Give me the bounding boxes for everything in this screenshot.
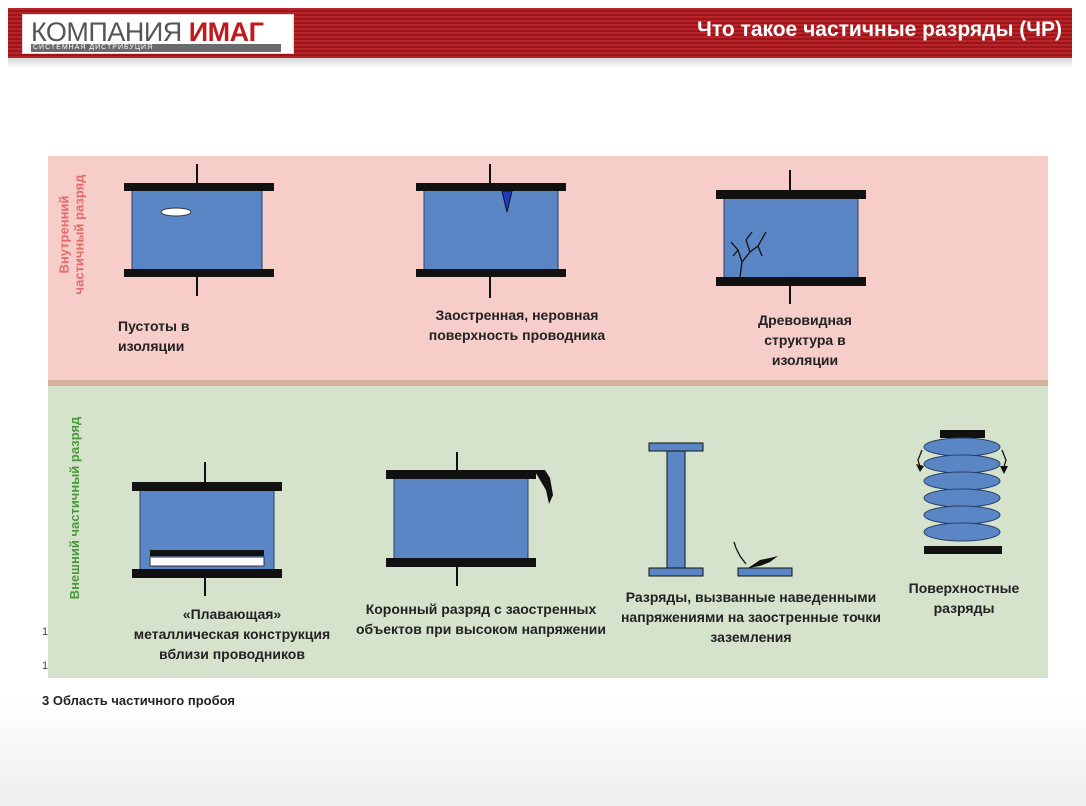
sharp-conductor-surface-icon [416, 164, 566, 298]
caption-floating-metal-structure: «Плавающая» металлическая конструкция вб… [133, 606, 331, 662]
logo-text: КОМПАНИЯ ИМАГ [31, 17, 264, 47]
corona-discharge-icon [386, 452, 553, 586]
band-divider [48, 380, 1048, 386]
surface-discharge-icon [916, 430, 1008, 554]
slide-bottom-fade [0, 700, 1086, 806]
logo-text-bold: ИМАГ [188, 17, 264, 47]
caption-induced-voltage-discharge: Разряды, вызванные наведенными напряжени… [620, 589, 882, 645]
stray-mark: 1 [42, 626, 49, 638]
stray-mark: 1 [42, 660, 49, 672]
header-shadow [8, 58, 1072, 68]
logo-text-light: КОМПАНИЯ [31, 17, 182, 47]
caption-sharp-conductor-surface: Заостренная, неровная поверхность провод… [428, 307, 606, 343]
treeing-structure-icon [716, 170, 866, 304]
floating-metal-structure-icon [132, 462, 282, 596]
slide-title: Что такое частичные разряды (ЧР) [697, 18, 1062, 41]
caption-surface-discharge: Поверхностные разряды [908, 580, 1020, 616]
logo-subtitle: СИСТЕМНАЯ ДИСТРИБУЦИЯ [31, 44, 281, 52]
caption-corona-discharge: Коронный разряд с заостренных объектов п… [356, 601, 607, 637]
company-logo: КОМПАНИЯ ИМАГ СИСТЕМНАЯ ДИСТРИБУЦИЯ [22, 14, 294, 54]
slide-header: КОМПАНИЯ ИМАГ СИСТЕМНАЯ ДИСТРИБУЦИЯ Что … [8, 8, 1072, 58]
void-in-insulation-icon [124, 164, 274, 296]
induced-voltage-discharge-icon [648, 442, 793, 577]
caption-void-in-insulation: Пустоты в изоляции [118, 318, 190, 354]
footer-note: 3 Область частичного пробоя [42, 693, 235, 708]
caption-treeing-structure: Древовидная структура в изоляции [758, 312, 852, 368]
